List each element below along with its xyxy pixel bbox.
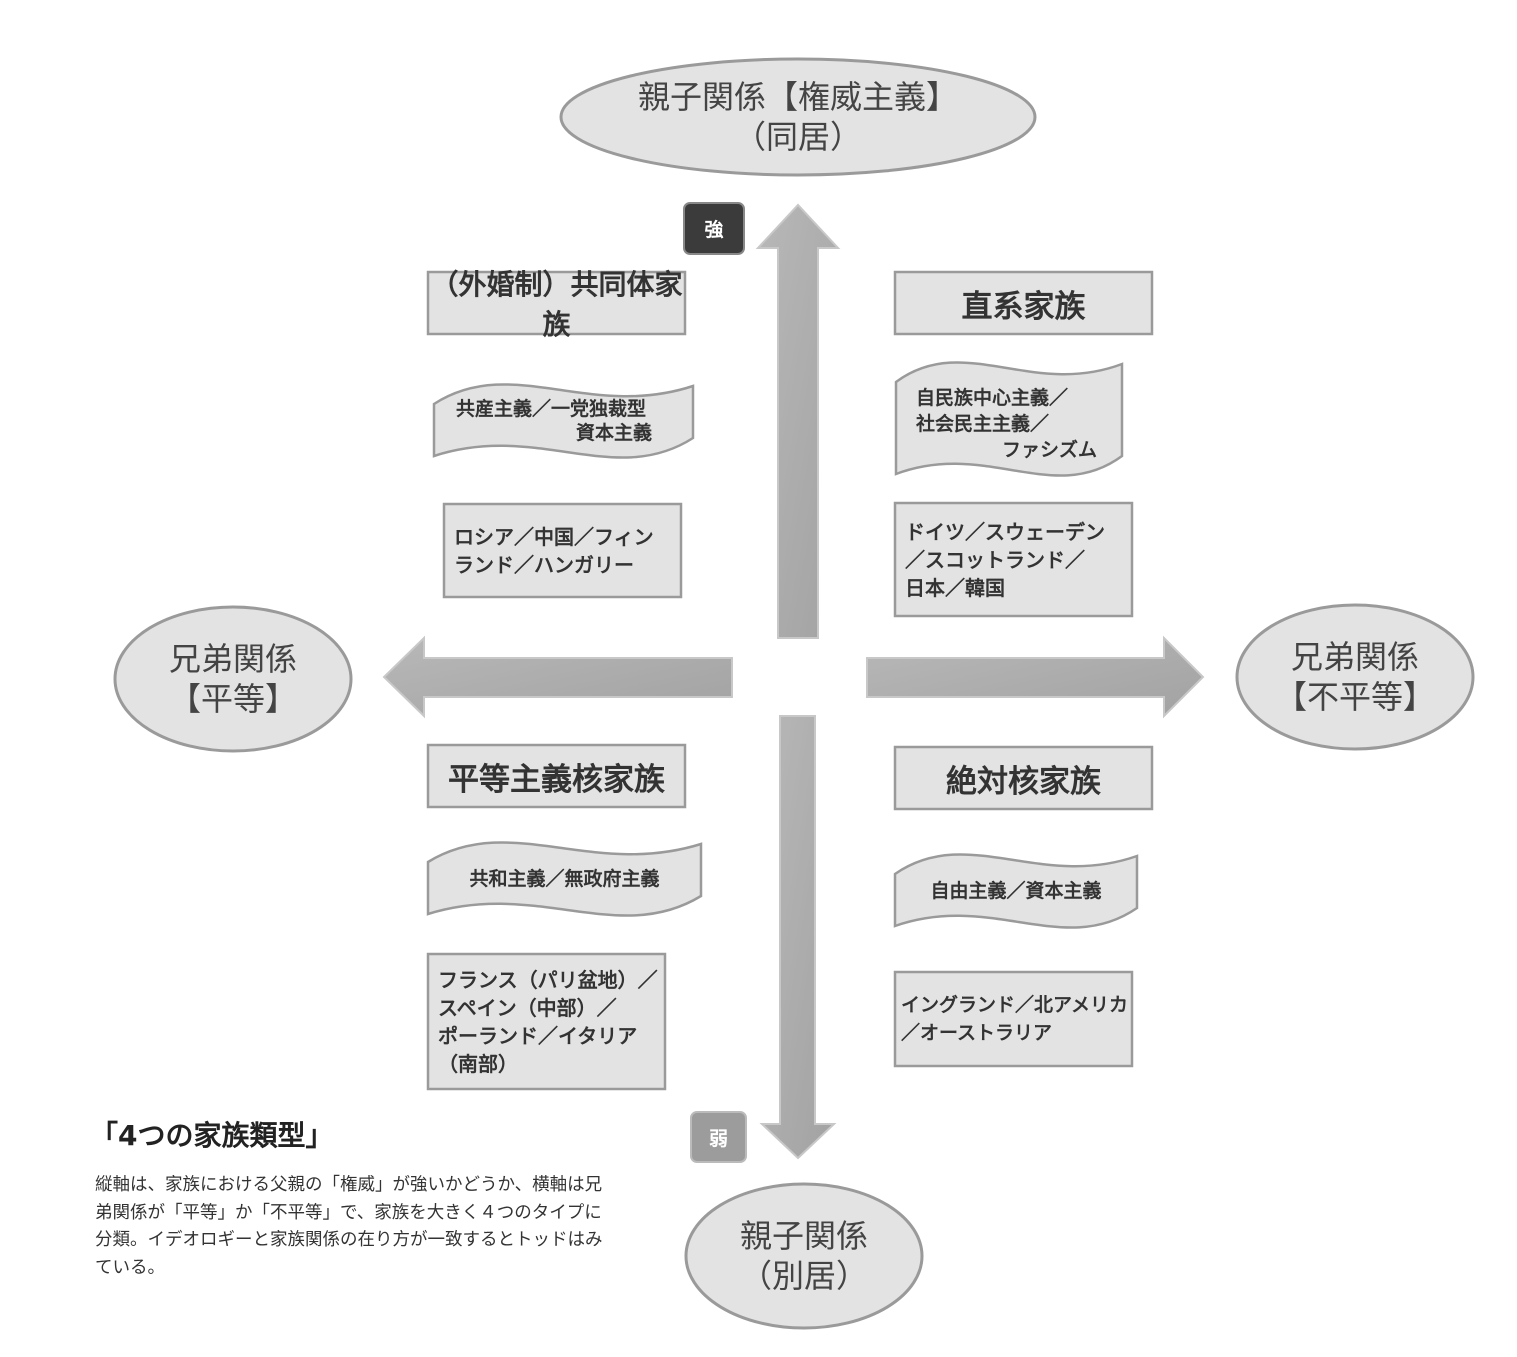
right-axis-oval xyxy=(1235,603,1475,751)
countries-line: フランス（パリ盆地）／ xyxy=(438,967,658,992)
title-box-bg xyxy=(426,743,687,809)
left-axis-line2: 【平等】 xyxy=(168,680,297,718)
left-axis-line1: 兄弟関係 xyxy=(168,640,297,678)
ideology-line: 共和主義／無政府主義 xyxy=(469,868,660,890)
weak-badge: 弱 xyxy=(708,1127,728,1150)
strong-badge-bg xyxy=(683,202,745,255)
countries-line: ／スコットランド／ xyxy=(905,547,1085,572)
top-axis-oval xyxy=(559,57,1037,177)
countries-line: ランド／ハンガリー xyxy=(454,552,634,577)
ideology-top-right: 自民族中心主義／ 社会民主主義／ ファシズム xyxy=(896,365,1122,483)
title-box-bg xyxy=(893,745,1154,811)
ideology-banner-bg xyxy=(894,361,1124,477)
country-box-bg xyxy=(893,970,1134,1068)
countries-line: ポーランド／イタリア xyxy=(438,1023,638,1048)
countries-line: スペイン（中部）／ xyxy=(438,995,617,1020)
caption-title: 「4つの家族類型」 xyxy=(90,1119,334,1152)
countries-line: ロシア／中国／フィン xyxy=(454,524,654,549)
countries-bottom-left: フランス（パリ盆地）／ スペイン（中部）／ ポーランド／イタリア （南部） xyxy=(428,954,665,1089)
bottom-axis-line1: 親子関係 xyxy=(739,1217,868,1255)
quadrant-title-bottom-right: 絶対核家族 xyxy=(946,763,1101,800)
quadrant-title-top-left: （外婚制）共同体家族 xyxy=(430,268,683,341)
countries-top-right: ドイツ／スウェーデン ／スコットランド／ 日本／韓国 xyxy=(895,503,1132,616)
strong-badge: 強 xyxy=(704,219,724,241)
countries-bottom-right: イングランド／北アメリカ ／オーストラリア xyxy=(895,972,1132,1066)
ideology-banner-bg xyxy=(893,853,1139,929)
top-axis-line1: 親子関係【権威主義】 xyxy=(637,78,958,116)
countries-line: 日本／韓国 xyxy=(905,575,1005,600)
right-arrow xyxy=(866,635,1205,719)
bottom-axis-oval xyxy=(684,1182,924,1330)
ideology-line: 自民族中心主義／ xyxy=(916,387,1069,409)
bottom-axis-line2: （別居） xyxy=(739,1257,868,1295)
ideology-top-left: 共産主義／一党独裁型 資本主義 xyxy=(434,372,693,470)
quadrant-title-top-right: 直系家族 xyxy=(961,288,1086,325)
left-axis-label: 兄弟関係 【平等】 xyxy=(115,607,351,751)
ideology-bottom-left: 共和主義／無政府主義 xyxy=(428,830,701,928)
top-axis-line2: （同居） xyxy=(733,118,862,156)
right-axis-label: 兄弟関係 【不平等】 xyxy=(1237,605,1473,749)
bottom-axis-label: 親子関係 （別居） xyxy=(686,1184,922,1328)
country-box-bg xyxy=(426,952,667,1091)
caption-body: 縦軸は、家族における父親の「権威」が強いかどうか、横軸は兄弟関係が「平等」か「不… xyxy=(95,1175,603,1278)
ideology-line: 社会民主主義／ xyxy=(916,413,1050,435)
left-axis-oval xyxy=(113,605,353,753)
weak-badge-bg xyxy=(690,1111,747,1163)
quadrant-title-bottom-left: 平等主義核家族 xyxy=(448,761,665,798)
left-arrow xyxy=(382,635,733,719)
countries-line: ／オーストラリア xyxy=(901,1022,1053,1044)
title-box-bg xyxy=(893,270,1154,336)
ideology-line: 資本主義 xyxy=(576,422,653,444)
ideology-line: 自由主義／資本主義 xyxy=(930,880,1102,902)
ideology-banner-bg xyxy=(426,841,703,917)
countries-line: ドイツ／スウェーデン xyxy=(905,519,1105,544)
right-axis-line2: 【不平等】 xyxy=(1274,678,1435,716)
up-arrow xyxy=(755,203,841,639)
right-axis-line1: 兄弟関係 xyxy=(1290,638,1419,676)
country-box-bg xyxy=(442,502,683,599)
ideology-bottom-right: 自由主義／資本主義 xyxy=(895,842,1137,940)
countries-line: イングランド／北アメリカ xyxy=(901,994,1129,1016)
ideology-banner-bg xyxy=(432,383,695,459)
countries-line: （南部） xyxy=(438,1051,518,1076)
ideology-line: 共産主義／一党独裁型 xyxy=(456,398,647,420)
title-box-bg xyxy=(426,270,687,336)
ideology-line: ファシズム xyxy=(1002,439,1098,461)
country-box-bg xyxy=(893,501,1134,618)
countries-top-left: ロシア／中国／フィン ランド／ハンガリー xyxy=(444,504,681,597)
top-axis-label: 親子関係【権威主義】 （同居） xyxy=(561,59,1035,175)
down-arrow xyxy=(759,715,837,1160)
